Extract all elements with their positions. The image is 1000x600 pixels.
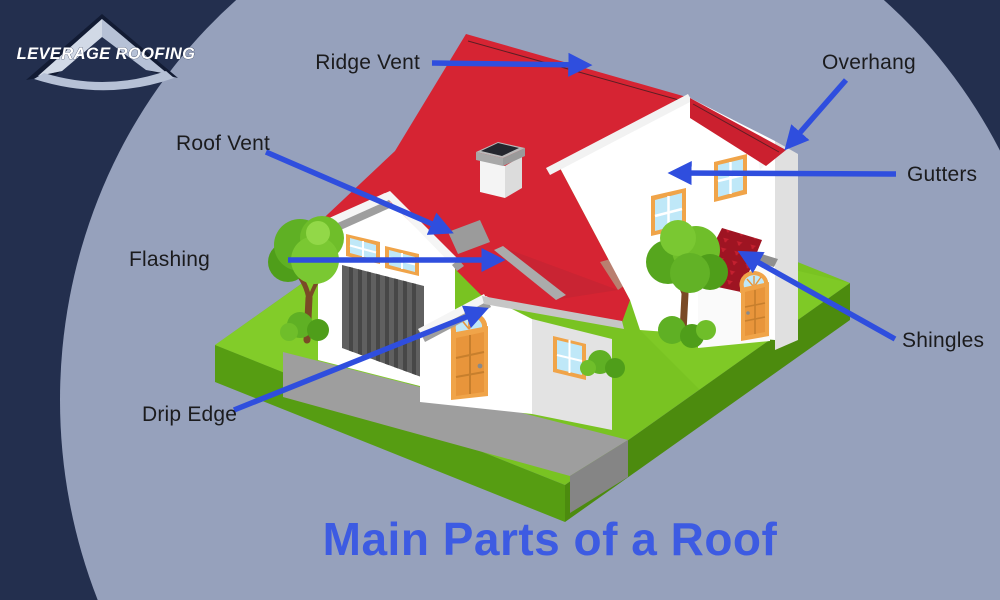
flashing-strip [494, 246, 566, 300]
roof-vent [448, 220, 490, 254]
label-drip-edge: Drip Edge [142, 403, 238, 426]
label-shingles: Shingles [902, 329, 985, 352]
ridge-vent-arrow [431, 52, 593, 77]
drip-edge-arrow [232, 305, 489, 413]
logo-swoosh [34, 71, 174, 91]
side-window [553, 336, 586, 380]
bush-entrance [580, 350, 625, 378]
logo-text: LEVERAGE ROOFING [17, 45, 196, 63]
label-overhang: Overhang [822, 51, 916, 74]
drip-edge-strip [482, 296, 624, 329]
bush-left [280, 312, 329, 341]
roof-overhang [690, 98, 786, 166]
label-flashing: Flashing [129, 248, 210, 271]
gutters-arrow [667, 160, 897, 186]
shingles-arrow [737, 250, 897, 342]
left-window-a [346, 234, 380, 264]
label-ridge-vent: Ridge Vent [315, 51, 420, 74]
label-roof-vent: Roof Vent [176, 132, 271, 155]
chimney [476, 142, 525, 198]
page-title: Main Parts of a Roof [322, 513, 778, 565]
label-gutters: Gutters [907, 163, 978, 186]
brand-logo: LEVERAGE ROOFING [16, 14, 196, 91]
tree-right [646, 220, 728, 348]
bush-right [658, 316, 716, 348]
driveway-path [283, 352, 628, 513]
roof-vent-arrow [264, 149, 454, 235]
overhang-arrow [784, 78, 849, 151]
porch-door [741, 282, 769, 341]
